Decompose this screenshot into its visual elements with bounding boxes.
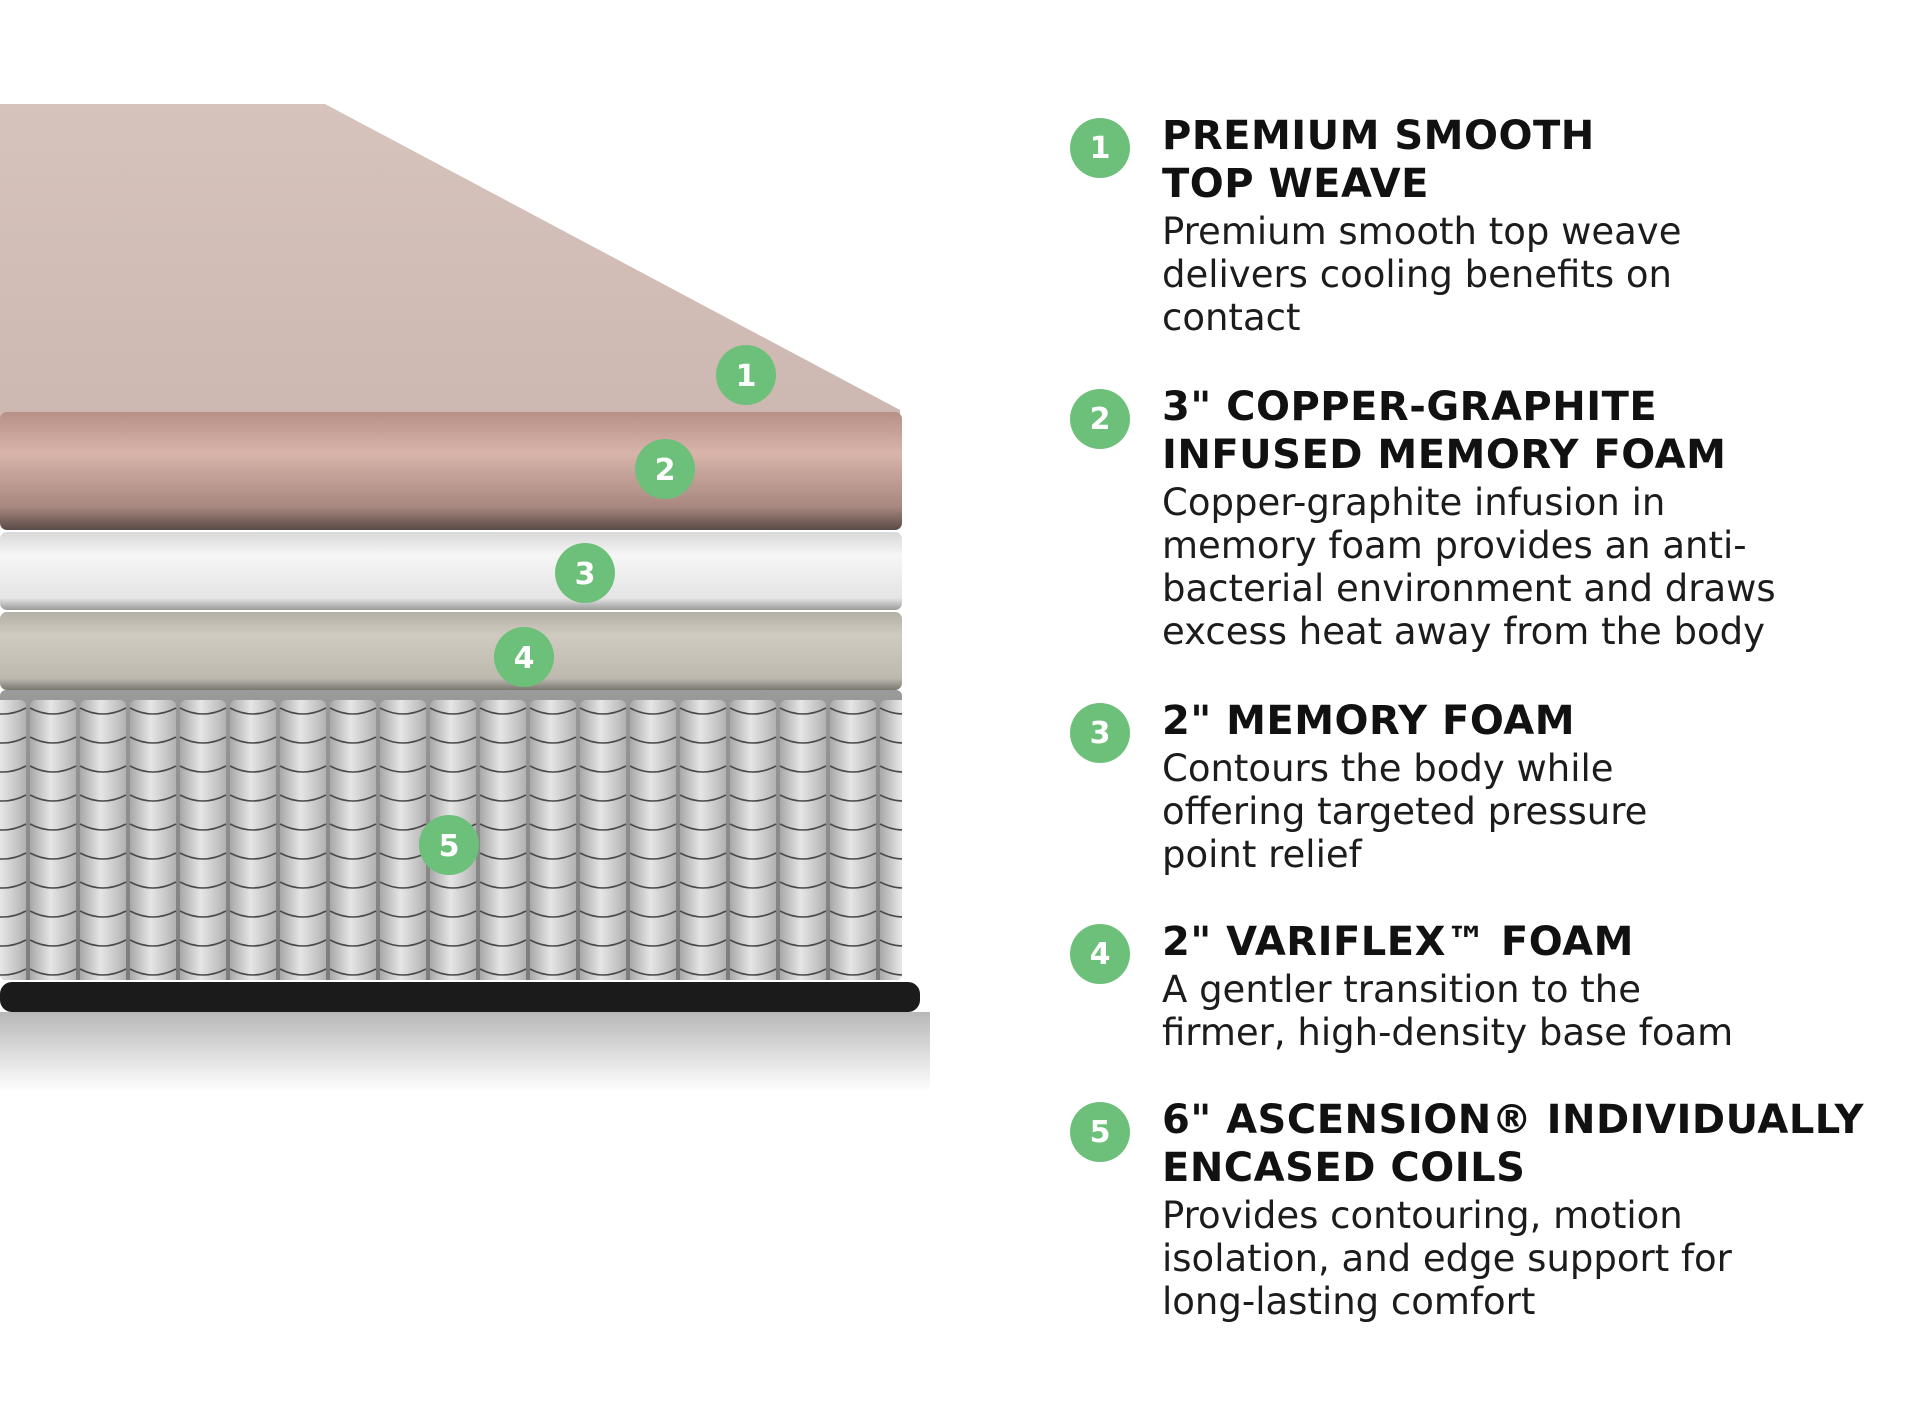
coil-column [29,700,77,980]
layer-1-top-weave [0,104,900,420]
feature-badge-2: 2 [1070,389,1130,449]
coil-column [79,700,127,980]
coil-column [279,700,327,980]
coil-column [0,700,27,980]
mattress-base [0,982,920,1012]
layer-2-copper-graphite-foam [0,412,902,530]
coil-column [629,700,677,980]
mattress-cross-section-diagram: 1 2 3 4 5 [0,104,930,1092]
coil-column [829,700,877,980]
feature-3: 3 2" MEMORY FOAM Contours the body while… [1070,697,1890,876]
feature-title-3: 2" MEMORY FOAM [1162,698,1576,744]
diagram-badge-4: 4 [494,627,554,687]
diagram-badge-5: 5 [419,815,479,875]
coil-column [529,700,577,980]
diagram-badge-3: 3 [555,543,615,603]
layer-4-variflex-foam [0,612,902,690]
coil-column [129,700,177,980]
feature-title-4: 2" VARIFLEX™ FOAM [1162,919,1634,965]
coil-column [329,700,377,980]
coil-column [379,700,427,980]
floor-shadow [0,1012,930,1092]
feature-badge-1: 1 [1070,118,1130,178]
layer-3-memory-foam [0,532,902,610]
diagram-badge-1: 1 [716,345,776,405]
coil-column [679,700,727,980]
feature-badge-4: 4 [1070,924,1130,984]
coil-column [879,700,902,980]
coil-column [579,700,627,980]
coil-column [179,700,227,980]
feature-4: 4 2" VARIFLEX™ FOAM A gentler transition… [1070,918,1890,1054]
coil-column [229,700,277,980]
diagram-badge-2: 2 [635,439,695,499]
coil-column [729,700,777,980]
svg-text:3: 3 [575,557,596,592]
coil-column [779,700,827,980]
svg-text:5: 5 [439,829,460,864]
coil-column [479,700,527,980]
svg-text:2: 2 [655,453,676,488]
svg-text:1: 1 [736,359,757,394]
feature-badge-3: 3 [1070,703,1130,763]
svg-text:4: 4 [514,641,535,676]
feature-badge-5: 5 [1070,1102,1130,1162]
layer-5-encased-coils [0,690,902,980]
